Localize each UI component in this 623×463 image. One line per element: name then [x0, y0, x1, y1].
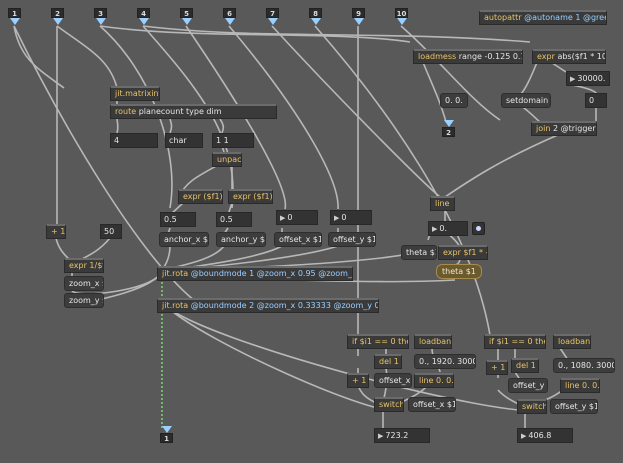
inlet-arrow-icon: [311, 18, 321, 25]
message-offset-x-zero[interactable]: offset_x 0: [374, 373, 412, 388]
loadmess-object[interactable]: loadmess range -0.125 0.125: [413, 49, 523, 64]
number-30000[interactable]: ▶30000.: [566, 71, 610, 86]
inlet-2[interactable]: 2: [51, 8, 64, 28]
line-object[interactable]: line: [430, 196, 455, 211]
message-offset-x[interactable]: offset_x $1: [274, 232, 322, 247]
message-offset-y[interactable]: offset_y $1: [328, 232, 376, 247]
inlet-7[interactable]: 7: [266, 8, 279, 28]
theta-comment-bubble: theta $1: [436, 264, 482, 279]
toggle-dot-icon: [476, 226, 481, 231]
message-offset-y-value[interactable]: offset_y $1: [550, 399, 598, 414]
inlet-arrow-icon: [53, 18, 63, 25]
inlet-arrow-icon: [354, 18, 364, 25]
message-zoom-y[interactable]: zoom_y $1: [64, 293, 104, 308]
number-0-setdomain[interactable]: 0: [585, 93, 607, 108]
inlet-9[interactable]: 9: [352, 8, 365, 28]
inlet-8[interactable]: 8: [309, 8, 322, 28]
inlet-arrow-icon: [10, 18, 20, 25]
number-arrow-icon: ▶: [378, 432, 384, 440]
inlet-arrow-icon: [182, 18, 192, 25]
inlet-5[interactable]: 5: [180, 8, 193, 28]
number-offset-y-value[interactable]: ▶406.8: [517, 428, 573, 443]
unpack-object[interactable]: unpack: [212, 152, 242, 167]
message-theta[interactable]: theta $1: [401, 245, 437, 260]
inlet-10[interactable]: 10: [395, 8, 408, 28]
route-object[interactable]: route planecount type dim: [110, 104, 277, 119]
expr-half-x[interactable]: expr ($f1)/2: [178, 189, 223, 204]
number-planecount[interactable]: 4: [110, 133, 158, 148]
symbol-type[interactable]: char: [165, 133, 203, 148]
number-arrow-icon: ▶: [334, 214, 340, 222]
message-ramp-x[interactable]: 0., 1920. 30000: [414, 354, 476, 369]
loadbang-object-b[interactable]: loadbang: [553, 334, 591, 349]
inlet-4[interactable]: 4: [137, 8, 150, 28]
message-zoom-x[interactable]: zoom_x $1: [64, 276, 104, 291]
message-setdomain[interactable]: setdomain $1: [501, 93, 551, 108]
list-dim[interactable]: 1 1: [212, 133, 254, 148]
message-offset-y-zero[interactable]: offset_y 0: [508, 378, 548, 393]
switch-object-a[interactable]: switch: [374, 397, 404, 412]
toggle-button[interactable]: [472, 222, 485, 235]
number-anchor-x[interactable]: 0.5: [160, 212, 196, 227]
del-object-b[interactable]: del 1: [511, 358, 539, 373]
number-50[interactable]: 50: [100, 224, 122, 239]
outlet-arrow-icon: [444, 120, 454, 127]
message-zero-zero[interactable]: 0. 0.: [440, 93, 468, 108]
inlet-3[interactable]: 3: [94, 8, 107, 28]
plus-one-object-b[interactable]: + 1: [486, 360, 508, 375]
jit-rota-2-object[interactable]: jit.rota @boundmode 2 @zoom_x 0.33333 @z…: [157, 298, 379, 313]
join-object[interactable]: join 2 @triggers 1: [531, 121, 597, 136]
line-object-a[interactable]: line 0. 0.: [414, 373, 454, 388]
inlet-arrow-icon: [96, 18, 106, 25]
inlet-6[interactable]: 6: [223, 8, 236, 28]
inlet-1[interactable]: 1: [8, 8, 21, 28]
expr-abs-object[interactable]: expr abs($f1 * 1000): [532, 49, 606, 64]
loadbang-object-a[interactable]: loadbang: [414, 334, 452, 349]
inlet-arrow-icon: [268, 18, 278, 25]
switch-object-b[interactable]: switch: [517, 399, 547, 414]
if-object-a[interactable]: if $i1 == 0 then 1: [347, 334, 409, 349]
number-anchor-y[interactable]: 0.5: [216, 212, 252, 227]
del-object-a[interactable]: del 1: [374, 354, 402, 369]
number-arrow-icon: ▶: [432, 225, 438, 233]
inlet-arrow-icon: [397, 18, 407, 25]
plus-one-object[interactable]: + 1: [46, 224, 66, 239]
number-arrow-icon: ▶: [570, 75, 576, 83]
jit-matrixinfo-object[interactable]: jit.matrixinfo: [110, 86, 160, 101]
jit-rota-1-object[interactable]: jit.rota @boundmode 1 @zoom_x 0.95 @zoom…: [157, 266, 353, 281]
message-anchor-x[interactable]: anchor_x $1: [159, 232, 209, 247]
plus-one-object-a[interactable]: + 1: [347, 373, 369, 388]
inlet-arrow-icon: [139, 18, 149, 25]
expr-negate-object[interactable]: expr $f1 * -1: [438, 245, 488, 260]
number-offset-x[interactable]: ▶0: [276, 210, 318, 225]
line-object-b[interactable]: line 0. 0.: [560, 378, 600, 393]
number-arrow-icon: ▶: [521, 432, 527, 440]
outlet-2[interactable]: 2: [442, 120, 455, 140]
inlet-arrow-icon: [225, 18, 235, 25]
outlet-1[interactable]: 1: [160, 426, 173, 446]
outlet-arrow-icon: [162, 426, 172, 433]
expr-half-y[interactable]: expr ($f1)/2: [228, 189, 273, 204]
if-object-b[interactable]: if $i1 == 0 then 1: [484, 334, 546, 349]
number-arrow-icon: ▶: [280, 214, 286, 222]
number-theta[interactable]: ▶0.: [428, 221, 468, 236]
number-offset-x-value[interactable]: ▶723.2: [374, 428, 430, 443]
expr-inverse-object[interactable]: expr 1/$f1: [64, 258, 104, 273]
message-offset-x-value[interactable]: offset_x $1: [408, 397, 456, 412]
message-ramp-y[interactable]: 0., 1080. 30000: [553, 358, 615, 373]
message-anchor-y[interactable]: anchor_y $1: [216, 232, 266, 247]
autopattr-object[interactable]: autopattr @autoname 1 @greedy 1: [479, 10, 607, 25]
number-offset-y[interactable]: ▶0: [330, 210, 372, 225]
